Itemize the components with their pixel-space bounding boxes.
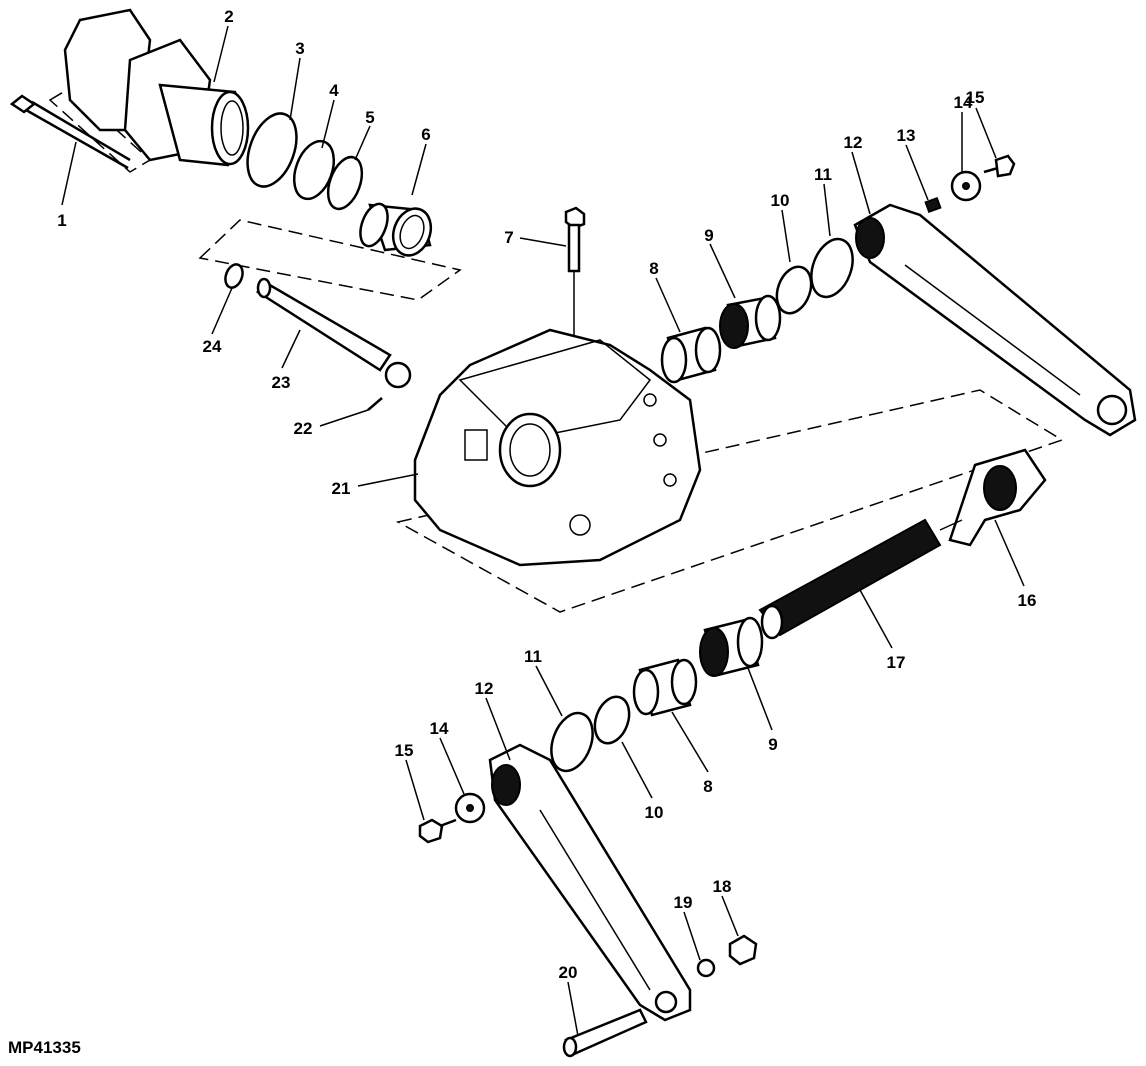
part-15-bolt-lower <box>418 818 457 844</box>
part-22-roll-pin <box>367 397 383 411</box>
part-14-washer-upper <box>950 170 982 202</box>
part-13-set-screw <box>924 196 942 214</box>
part-11-ring-upper <box>810 237 854 299</box>
callout-10-upper: 10 <box>771 191 790 210</box>
part-16-lever <box>948 448 1047 547</box>
callout-9-upper: 9 <box>704 226 713 245</box>
part-17-splined-shaft <box>758 518 963 640</box>
callout-12-upper: 12 <box>844 133 863 152</box>
callout-16: 16 <box>1018 591 1037 610</box>
callout-1: 1 <box>57 211 66 230</box>
callout-6: 6 <box>421 125 430 144</box>
figure-id: MP41335 <box>8 1038 81 1057</box>
callout-5: 5 <box>365 108 374 127</box>
leader-lines <box>61 25 1025 1037</box>
callout-8-upper: 8 <box>649 259 658 278</box>
part-19-washer <box>696 958 716 978</box>
callout-8-lower: 8 <box>703 777 712 796</box>
callout-19: 19 <box>674 893 693 912</box>
callout-14-upper: 14 <box>954 93 973 112</box>
callout-22: 22 <box>294 419 313 438</box>
part-12-arm-lower <box>488 743 692 1022</box>
part-3-o-ring <box>246 112 298 188</box>
callout-12-lower: 12 <box>475 679 494 698</box>
callout-15-lower: 15 <box>395 741 414 760</box>
callout-11-lower: 11 <box>524 647 542 666</box>
part-1-bolt <box>9 94 131 170</box>
part-9-bearing-upper <box>719 294 782 349</box>
part-10-ring-upper <box>775 265 813 315</box>
part-10-ring-lower <box>593 695 631 745</box>
callout-21: 21 <box>332 479 351 498</box>
callout-10-lower: 10 <box>645 803 664 822</box>
dashed-alignment-upper <box>198 219 462 301</box>
callout-9-lower: 9 <box>768 735 777 754</box>
dashed-alignment-lower <box>395 389 1064 613</box>
callout-24: 24 <box>203 337 222 356</box>
callout-2: 2 <box>224 7 233 26</box>
callout-20: 20 <box>559 963 578 982</box>
part-21-gearbox-housing <box>413 328 702 567</box>
part-8-bushing-upper <box>660 326 722 384</box>
callout-4: 4 <box>329 81 339 100</box>
callout-18: 18 <box>713 877 732 896</box>
callout-13: 13 <box>897 126 916 145</box>
part-18-nut <box>728 934 758 966</box>
callout-7: 7 <box>504 228 513 247</box>
callout-14-lower: 14 <box>430 719 449 738</box>
part-23-pin <box>255 277 412 389</box>
part-24-o-ring <box>224 263 244 289</box>
part-14-washer-lower <box>454 792 486 824</box>
callout-labels: 1 2 3 4 5 6 7 8 9 10 11 12 13 14 15 16 1… <box>57 7 1036 982</box>
part-9-bearing-lower <box>699 616 764 677</box>
callout-15-upper: 15 <box>966 88 985 107</box>
part-12-arm-upper <box>853 203 1137 437</box>
part-8-bushing-lower <box>632 658 698 717</box>
part-2-actuator <box>63 8 250 167</box>
part-20-pin <box>562 1008 648 1058</box>
part-11-ring-lower <box>550 711 594 773</box>
callout-17: 17 <box>887 653 906 672</box>
part-6-sleeve <box>359 202 433 257</box>
part-15-bolt-upper <box>983 154 1016 178</box>
callout-3: 3 <box>295 39 304 58</box>
part-5-ring <box>326 155 364 211</box>
callout-11-upper: 11 <box>814 165 832 184</box>
callout-23: 23 <box>272 373 291 392</box>
